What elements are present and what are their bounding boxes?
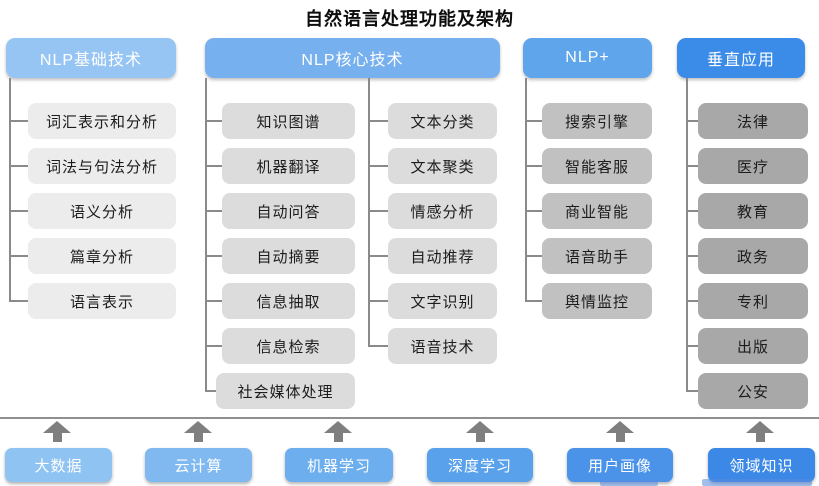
connector-line: [525, 300, 542, 302]
tree-node: 知识图谱: [222, 103, 355, 139]
foundation-box-machine-learning: 机器学习: [285, 448, 393, 482]
column-header-nlp-plus: NLP+: [523, 38, 652, 78]
tree-node: 机器翻译: [222, 148, 355, 184]
up-arrow-icon: [606, 421, 634, 442]
connector-line: [525, 120, 542, 122]
tree-node: 法律: [698, 103, 808, 139]
connector-line: [686, 255, 698, 257]
diagram-title: 自然语言处理功能及架构: [305, 9, 514, 29]
connector-line: [205, 255, 222, 257]
tree-node: 社会媒体处理: [216, 373, 355, 409]
connector-line: [686, 165, 698, 167]
tree-node: 自动推荐: [388, 238, 497, 274]
tree-node: 语音助手: [542, 238, 652, 274]
connector-line: [686, 78, 688, 391]
up-arrow-icon: [466, 421, 494, 442]
tree-node: 医疗: [698, 148, 808, 184]
connector-line: [368, 255, 388, 257]
tree-node: 智能客服: [542, 148, 652, 184]
connector-line: [205, 165, 222, 167]
tree-node: 搜索引擎: [542, 103, 652, 139]
connector-line: [525, 78, 527, 301]
tree-node: 词汇表示和分析: [28, 103, 176, 139]
tree-node: 语言表示: [28, 283, 176, 319]
up-arrow-icon: [43, 421, 71, 442]
tree-node: 语义分析: [28, 193, 176, 229]
foundation-box-cloud-computing: 云计算: [145, 448, 252, 482]
connector-line: [368, 345, 388, 347]
tree-node: 舆情监控: [542, 283, 652, 319]
tree-node: 信息检索: [222, 328, 355, 364]
tree-node: 政务: [698, 238, 808, 274]
connector-line: [368, 78, 370, 346]
tree-node: 文本分类: [388, 103, 497, 139]
tree-node: 情感分析: [388, 193, 497, 229]
connector-line: [525, 165, 542, 167]
tree-node: 出版: [698, 328, 808, 364]
connector-line: [9, 78, 11, 301]
up-arrow-icon: [746, 421, 774, 442]
connector-line: [205, 210, 222, 212]
tree-node: 自动问答: [222, 193, 355, 229]
connector-line: [368, 120, 388, 122]
connector-line: [686, 390, 698, 392]
tree-node: 自动摘要: [222, 238, 355, 274]
tree-node: 篇章分析: [28, 238, 176, 274]
tree-node: 文字识别: [388, 283, 497, 319]
connector-line: [686, 300, 698, 302]
tree-node: 信息抽取: [222, 283, 355, 319]
connector-line: [686, 210, 698, 212]
foundation-box-user-profile: 用户画像: [567, 448, 673, 482]
tree-node: 词法与句法分析: [28, 148, 176, 184]
connector-line: [525, 210, 542, 212]
connector-line: [686, 345, 698, 347]
connector-line: [9, 165, 28, 167]
tree-node: 教育: [698, 193, 808, 229]
connector-line: [205, 78, 207, 391]
tree-node: 专利: [698, 283, 808, 319]
foundation-box-big-data: 大数据: [5, 448, 112, 482]
connector-line: [9, 120, 28, 122]
connector-line: [686, 120, 698, 122]
up-arrow-icon: [324, 421, 352, 442]
tree-node: 商业智能: [542, 193, 652, 229]
connector-line: [205, 120, 222, 122]
foundation-box-domain-knowledge: 领域知识: [708, 448, 815, 482]
connector-line: [368, 165, 388, 167]
up-arrow-icon: [184, 421, 212, 442]
column-header-vertical-apps: 垂直应用: [677, 38, 805, 78]
connector-line: [9, 300, 28, 302]
connector-line: [368, 210, 388, 212]
column-header-nlp-core: NLP核心技术: [205, 38, 500, 78]
tree-node: 语音技术: [388, 328, 497, 364]
foundation-box-deep-learning: 深度学习: [427, 448, 533, 482]
connector-line: [9, 255, 28, 257]
column-header-nlp-basics: NLP基础技术: [6, 38, 176, 78]
tree-node: 文本聚类: [388, 148, 497, 184]
connector-line: [525, 255, 542, 257]
connector-line: [368, 300, 388, 302]
watermark-fragment: [702, 479, 812, 486]
connector-line: [205, 390, 222, 392]
tree-node: 公安: [698, 373, 808, 409]
connector-line: [9, 210, 28, 212]
watermark-fragment: [600, 480, 658, 486]
foundation-divider: [0, 417, 819, 419]
connector-line: [205, 345, 222, 347]
connector-line: [205, 300, 222, 302]
